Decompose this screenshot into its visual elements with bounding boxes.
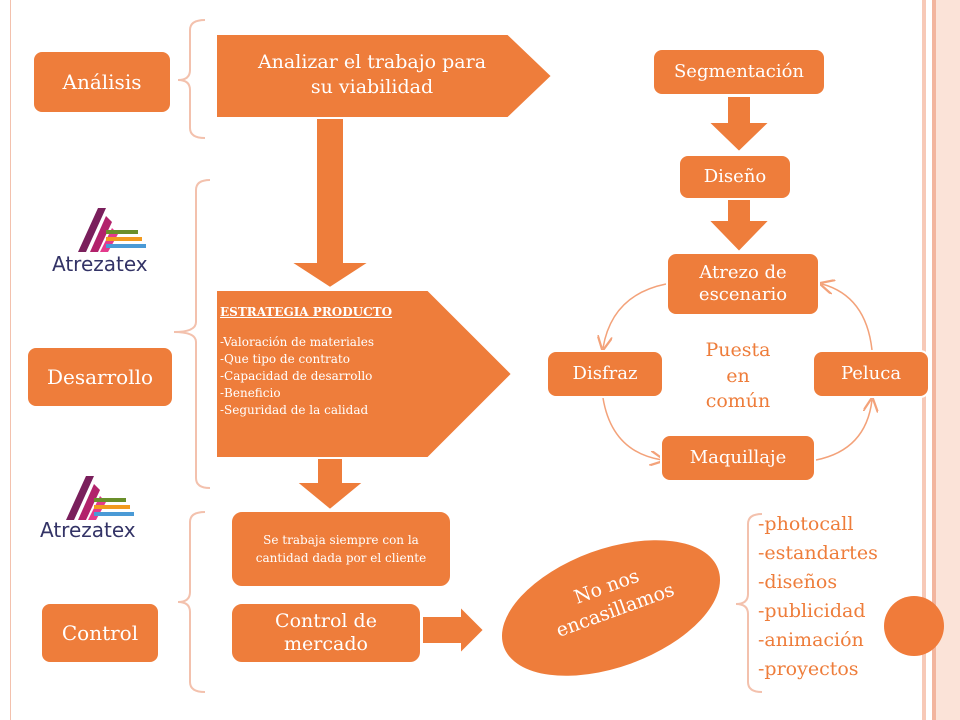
estrategia-title: ESTRATEGIA PRODUCTO: [220, 305, 393, 319]
atrezatex-logo-text: Atrezatex: [40, 518, 136, 542]
list-item: -estandartes: [758, 542, 878, 564]
no-nos-ellipse: [501, 540, 721, 676]
left-frame-line: [10, 0, 11, 720]
maquillaje-text: Maquillaje: [689, 447, 787, 469]
puesta-line-1: Puesta: [705, 339, 771, 361]
label-control: Control: [40, 602, 160, 664]
cycle-arrow-disfraz-maquillaje: [602, 397, 662, 460]
down-arrow-secondary: [293, 457, 367, 512]
analizar-line-2: su viabilidad: [310, 75, 434, 98]
cycle-arrow-maquillaje-peluca: [815, 400, 872, 461]
atrezatex-logo-2: Atrezatex: [36, 468, 156, 542]
segmentacion-text: Segmentación: [673, 61, 805, 83]
control-mercado-text: Control de mercado: [275, 610, 377, 655]
disfraz-text: Disfraz: [572, 363, 638, 385]
label-analisis: Análisis: [32, 50, 172, 114]
peluca-box: Peluca: [812, 350, 930, 398]
services-list: -photocall -estandartes -diseños -public…: [758, 510, 878, 684]
label-desarrollo-text: Desarrollo: [46, 365, 154, 389]
atrezo-box: Atrezo de escenario: [666, 252, 820, 316]
decorative-circle: [884, 596, 944, 656]
estrategia-item: -Capacidad de desarrollo: [220, 369, 373, 383]
analizar-pentagon: [215, 33, 554, 119]
down-arrow-diseno: [705, 197, 773, 254]
down-arrow-segmentacion: [705, 95, 773, 154]
estrategia-item: -Seguridad de la calidad: [220, 403, 369, 417]
list-item: -animación: [758, 629, 864, 651]
cycle-arrow-peluca-atrezo: [822, 284, 873, 351]
control-mercado-box: Control de mercado: [230, 602, 422, 664]
se-trabaja-box: Se trabaja siempre con la cantidad dada …: [230, 510, 452, 588]
maquillaje-box: Maquillaje: [660, 434, 816, 482]
cycle-arrow-atrezo-disfraz: [603, 283, 667, 348]
bracket-control: [177, 511, 206, 693]
list-item: -photocall: [758, 513, 854, 535]
right-arrow-market: [421, 603, 486, 657]
diseno-text: Diseño: [703, 166, 767, 188]
peluca-text: Peluca: [840, 363, 902, 385]
disfraz-box: Disfraz: [546, 350, 664, 398]
atrezatex-logo-text: Atrezatex: [52, 252, 148, 276]
down-arrow-main: [286, 117, 374, 290]
atrezatex-logo-1: Atrezatex: [48, 200, 168, 276]
atrezatex-logo-mark: [66, 476, 134, 520]
analizar-text: Analizar el trabajo para su viabilidad: [222, 50, 522, 99]
atrezatex-logo-mark: [78, 208, 146, 252]
analizar-line-1: Analizar el trabajo para: [257, 51, 487, 73]
label-desarrollo: Desarrollo: [26, 346, 174, 408]
bracket-analisis: [177, 19, 206, 139]
label-analisis-text: Análisis: [62, 70, 142, 94]
diseno-box: Diseño: [678, 154, 792, 200]
estrategia-text: ESTRATEGIA PRODUCTO -Valoración de mater…: [220, 304, 450, 419]
atrezo-text: Atrezo de escenario: [698, 262, 788, 305]
puesta-line-3: común: [705, 390, 771, 413]
bracket-list: [735, 513, 763, 693]
puesta-line-2: en: [726, 364, 750, 387]
bracket-desarrollo: [173, 179, 211, 489]
puesta-en-comun: Puesta en común: [688, 338, 788, 415]
list-item: -proyectos: [758, 658, 859, 680]
estrategia-item: -Que tipo de contrato: [220, 352, 350, 366]
estrategia-item: -Valoración de materiales: [220, 335, 375, 349]
label-control-text: Control: [61, 621, 139, 645]
se-trabaja-text: Se trabaja siempre con la cantidad dada …: [255, 533, 427, 565]
list-item: -publicidad: [758, 600, 866, 622]
list-item: -diseños: [758, 571, 838, 593]
segmentacion-box: Segmentación: [652, 48, 826, 96]
estrategia-item: -Beneficio: [220, 386, 281, 400]
estrategia-pentagon: [215, 289, 514, 459]
